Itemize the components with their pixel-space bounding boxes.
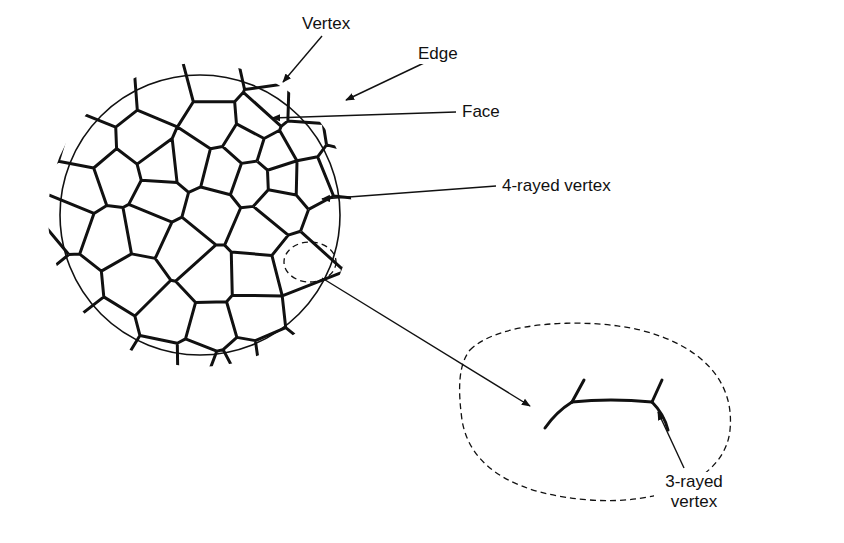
callout-label: 3-rayed vertex — [654, 472, 734, 511]
leader-line — [658, 412, 684, 468]
inset-ray — [572, 380, 584, 402]
zoom-circle — [284, 242, 336, 282]
leader-line — [322, 186, 496, 199]
face-label: Face — [460, 102, 502, 122]
cell-edges — [0, 0, 420, 435]
vertex-label: Vertex — [300, 14, 352, 34]
leader-line — [346, 62, 426, 100]
leader-line — [272, 112, 456, 118]
inset-ray — [545, 402, 572, 428]
leader-lines — [272, 36, 684, 468]
leader-line — [283, 36, 322, 82]
inset-ray — [652, 380, 662, 402]
leader-line — [322, 278, 530, 406]
inset-ray — [652, 402, 668, 430]
inset-edge — [572, 400, 652, 402]
callout-label: 4-rayed vertex — [500, 176, 613, 196]
edge-label: Edge — [416, 44, 460, 64]
cell-network — [0, 0, 420, 435]
inset-vertices — [545, 380, 668, 430]
